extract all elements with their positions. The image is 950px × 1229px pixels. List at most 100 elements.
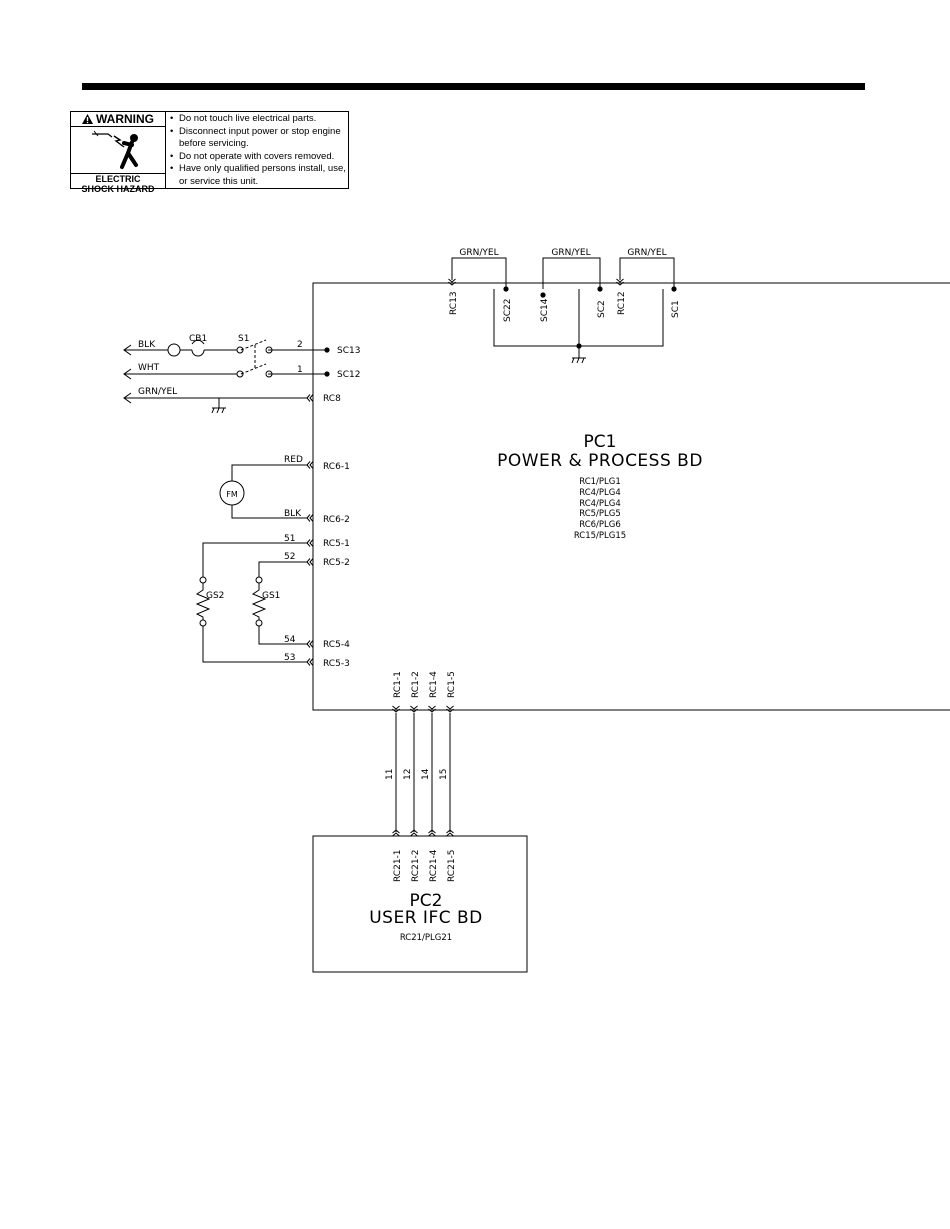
rc1-2-label: RC1-2 [411, 671, 421, 698]
gs2-wire [202, 542, 308, 663]
warning-label: WARNING ELECTRIC SHOCK HAZARD Do not tou… [70, 111, 349, 194]
pc1-name: PC1 [584, 432, 617, 452]
s1-contact [265, 370, 273, 378]
rc12-label: RC12 [617, 291, 627, 315]
warning-bullet: Do not operate with covers removed. [170, 151, 348, 164]
wire-15-label: 15 [439, 769, 449, 780]
sc1-terminal [671, 286, 677, 292]
pc1-board-outline [312, 282, 950, 711]
gs1-terminal [255, 619, 263, 627]
sc12-label: SC12 [337, 370, 360, 380]
rc1-4-label: RC1-4 [429, 671, 439, 698]
sc13-label: SC13 [337, 346, 360, 356]
s1-label: S1 [238, 334, 249, 344]
cb1-breaker-arc [191, 339, 205, 345]
sc12-terminal [324, 371, 330, 377]
gs1-coil [251, 583, 267, 620]
gs2-coil [195, 583, 211, 620]
jumper-label: GRN/YEL [627, 248, 666, 258]
wire-11-label: 11 [385, 769, 395, 780]
warning-bullet: Do not touch live electrical parts. [170, 113, 348, 126]
pc2-name: PC2 [410, 891, 443, 911]
rc1-1-connector-icon [392, 705, 400, 713]
warning-hazard-text: ELECTRIC SHOCK HAZARD [71, 173, 165, 194]
wht-wire-label: WHT [138, 363, 160, 373]
pc1-plug: RC1/PLG1 [579, 477, 621, 487]
jumper-wire [451, 257, 507, 289]
sc22-label: SC22 [503, 299, 513, 322]
s1-contact [236, 370, 244, 378]
gs1-label: GS1 [262, 591, 280, 601]
rc13-label: RC13 [449, 291, 459, 315]
rc6-2-label: RC6-2 [323, 515, 350, 525]
rc21-5-label: RC21-5 [447, 849, 457, 882]
pc1-plug: RC4/PLG4 [579, 488, 621, 498]
warning-header: WARNING [71, 112, 165, 127]
fan-blk-label: BLK [284, 509, 302, 519]
sc2-terminal [597, 286, 603, 292]
wht-arrow-icon [123, 368, 132, 380]
input-ground-icon [211, 399, 227, 414]
warning-bullet: Disconnect input power or stop engine be… [170, 126, 348, 151]
sc22-terminal [503, 286, 509, 292]
rc5-4-label: RC5-4 [323, 640, 350, 650]
blk-wire-label: BLK [138, 340, 156, 350]
shock-hazard-pictogram [71, 127, 165, 173]
sc13-terminal [324, 347, 330, 353]
cb1-label: CB1 [189, 334, 207, 344]
rc8-label: RC8 [323, 394, 341, 404]
pc1-title: POWER & PROCESS BD [497, 451, 703, 471]
warning-bullets: Do not touch live electrical parts. Disc… [166, 113, 348, 188]
wire-2-label: 2 [297, 340, 303, 350]
rc1-5-label: RC1-5 [447, 671, 457, 698]
gs1-terminal [255, 576, 263, 584]
s1-switch-blade [240, 339, 267, 375]
grn-yel-wire-label: GRN/YEL [138, 387, 177, 397]
rc5-3-label: RC5-3 [323, 659, 350, 669]
pc1-plug: RC15/PLG15 [574, 531, 626, 541]
rc1-1-label: RC1-1 [393, 671, 403, 698]
hazard-line-1: ELECTRIC [95, 174, 141, 184]
fan-wire [231, 464, 308, 519]
ground-junction [576, 343, 582, 349]
gs2-terminal [199, 576, 207, 584]
hazard-line-2: SHOCK HAZARD [81, 184, 155, 194]
jumper-label: GRN/YEL [459, 248, 498, 258]
pc1-plug: RC4/PLG4 [579, 499, 621, 509]
wire-1-label: 1 [297, 365, 303, 375]
wire-14-label: 14 [421, 768, 431, 780]
gs2-label: GS2 [206, 591, 224, 601]
warning-left-panel: WARNING ELECTRIC SHOCK HAZARD [71, 112, 166, 194]
s1-contact [265, 346, 273, 354]
wire-12-label: 12 [403, 769, 413, 780]
wire-53-label: 53 [284, 653, 295, 663]
jumper-label: GRN/YEL [551, 248, 590, 258]
electric-shock-icon [92, 130, 138, 169]
top-rule [82, 83, 865, 90]
rc6-1-label: RC6-1 [323, 462, 350, 472]
grn-yel-wire [124, 397, 308, 408]
gs2-terminal [199, 619, 207, 627]
fan-motor-label: FM [226, 490, 238, 499]
fan-red-label: RED [284, 455, 303, 465]
wire-54-label: 54 [284, 635, 296, 645]
rc21-1-label: RC21-1 [393, 849, 403, 882]
sc1-label: SC1 [671, 300, 681, 318]
s1-contact [236, 346, 244, 354]
pc1-plug: RC5/PLG5 [579, 509, 621, 519]
rc5-1-label: RC5-1 [323, 539, 350, 549]
rc1-2-connector-icon [410, 705, 418, 713]
rc21-4-label: RC21-4 [429, 849, 439, 882]
warning-triangle-icon [82, 114, 93, 124]
rc1-5-connector-icon [446, 705, 454, 713]
fan-motor-circle [219, 480, 245, 506]
sc14-terminal [540, 292, 546, 298]
sc2-label: SC2 [597, 300, 607, 318]
warning-title: WARNING [96, 112, 154, 126]
rc5-2-label: RC5-2 [323, 558, 350, 568]
rc21-2-label: RC21-2 [411, 849, 421, 882]
warning-bullet: Have only qualified persons install, use… [170, 163, 348, 188]
jumper-wire [619, 257, 675, 289]
pc2-title: USER IFC BD [369, 908, 483, 928]
